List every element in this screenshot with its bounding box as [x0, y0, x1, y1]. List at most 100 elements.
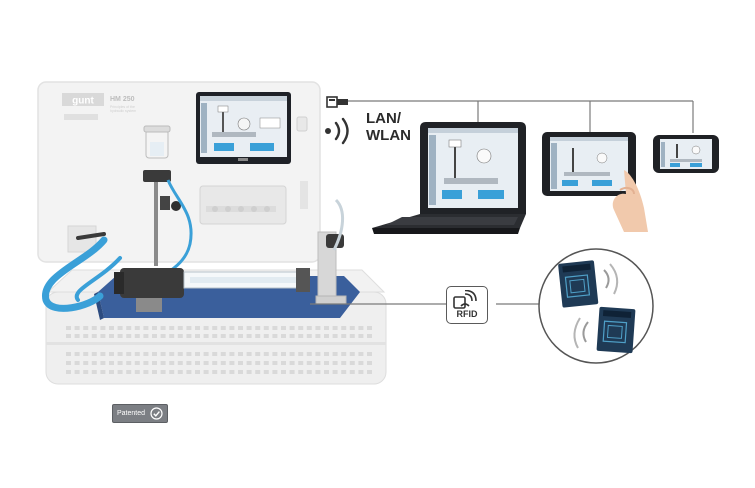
tablet-screen: [550, 137, 628, 191]
tablet-screen-header: [550, 137, 628, 141]
perforation-hole: [186, 361, 192, 365]
perforation-hole: [315, 370, 321, 374]
perforation-hole: [169, 361, 175, 365]
perforation-hole: [229, 370, 235, 374]
perforation-hole: [367, 326, 372, 330]
perforation-hole: [315, 334, 321, 338]
perforation-hole: [263, 334, 269, 338]
perforation-hole: [272, 352, 278, 356]
perforation-hole: [298, 352, 304, 356]
perforation-hole: [186, 334, 192, 338]
perforation-hole: [91, 361, 97, 365]
perforation-hole: [143, 352, 149, 356]
rfid-wave-4: [573, 317, 581, 349]
perforation-hole: [367, 334, 372, 338]
network-label: LAN/ WLAN: [366, 110, 411, 144]
laptop-screen-sidebar: [429, 135, 436, 205]
blue-hose-small: [74, 256, 122, 302]
laptop-base-edge: [372, 228, 520, 234]
perforation-hole: [126, 361, 132, 365]
perforation-hole: [203, 361, 209, 365]
perforation-hole: [117, 334, 123, 338]
valve-block: [199, 185, 287, 225]
perforation-hole: [358, 326, 364, 330]
phone-screen-value-1: [670, 163, 680, 167]
blue-hose-left: [42, 236, 108, 312]
perforation-hole: [306, 361, 312, 365]
perforation-hole: [341, 334, 347, 338]
perforation-hole: [177, 370, 183, 374]
perforation-hole: [66, 326, 71, 330]
phone-screen-cylinder: [670, 159, 702, 162]
panel-brand-text: gunt: [72, 96, 94, 107]
hand-holding-tablet: [612, 170, 648, 232]
perforation-hole: [109, 326, 114, 330]
perforation-hole: [186, 370, 192, 374]
perforation-hole: [289, 334, 295, 338]
perforation-hole: [289, 352, 295, 356]
panel-subtitle-1: Principles of the: [110, 105, 135, 109]
perforation-hole: [358, 361, 364, 365]
network-label-line2: WLAN: [366, 127, 411, 144]
perforation-hole: [117, 326, 123, 330]
perforation-hole: [100, 326, 106, 330]
perforation-hole: [143, 361, 149, 365]
perforation-hole: [160, 361, 166, 365]
perforation-hole: [212, 370, 218, 374]
perforation-hole: [83, 326, 89, 330]
cylinder-stand: [315, 198, 347, 305]
rfid-wave-2: [609, 263, 619, 295]
perforation-hole: [298, 326, 304, 330]
perforation-hole: [169, 334, 175, 338]
perforation-hole: [143, 334, 149, 338]
tablet-screen-value-1: [562, 180, 578, 186]
perforation-hole: [134, 352, 140, 356]
perforation-hole: [169, 352, 175, 356]
panel-model-text: HM 250: [110, 96, 135, 103]
perforation-hole: [126, 326, 132, 330]
perforation-hole: [341, 370, 347, 374]
perforation-hole: [332, 334, 338, 338]
perforation-hole: [195, 361, 200, 365]
perforation-hole: [255, 370, 261, 374]
tablet-screen-sidebar: [551, 143, 557, 189]
tablet-screen-value-2: [592, 180, 612, 186]
perforation-hole: [186, 352, 192, 356]
perforation-hole: [212, 361, 218, 365]
panel-touchscreen: [196, 92, 291, 164]
perforation-hole: [74, 370, 80, 374]
perforation-hole: [272, 326, 278, 330]
perforation-hole: [220, 334, 226, 338]
laptop-screen-pipe: [454, 144, 456, 180]
perforation-hole: [246, 334, 252, 338]
panel-label-plate: [64, 114, 98, 120]
perforation-hole: [315, 326, 321, 330]
tablet-screen-cylinder: [564, 172, 610, 176]
perforation-hole: [109, 334, 114, 338]
perforation-hole: [324, 326, 329, 330]
perforation-hole: [212, 334, 218, 338]
perforation-hole: [324, 370, 329, 374]
perforation-hole: [367, 352, 372, 356]
rfid-wave-1: [603, 269, 610, 289]
perforation-hole: [91, 370, 97, 374]
laptop-screen-value-1: [442, 190, 462, 199]
trainer-unit-illustration: gunt HM 250 Principles of the hydraulic …: [37, 81, 387, 385]
perforation-hole: [66, 334, 71, 338]
perforation-hole: [367, 370, 372, 374]
laptop-screen-cylinder: [444, 178, 498, 184]
perforation-hole: [281, 370, 286, 374]
laptop-screen: [428, 128, 518, 208]
perforation-hole: [281, 326, 286, 330]
phone-screen: [660, 139, 712, 169]
perforation-hole: [195, 334, 200, 338]
perforation-hole: [220, 361, 226, 365]
perforation-hole: [177, 334, 183, 338]
tablet-screen-gauge: [596, 152, 608, 164]
laptop-screen-gauge: [476, 148, 492, 164]
perforation-hole: [117, 361, 123, 365]
hydraulic-cylinder: [114, 268, 310, 312]
rfid-label: RFID: [456, 309, 478, 319]
perforation-hole: [109, 370, 114, 374]
perforation-hole: [134, 334, 140, 338]
